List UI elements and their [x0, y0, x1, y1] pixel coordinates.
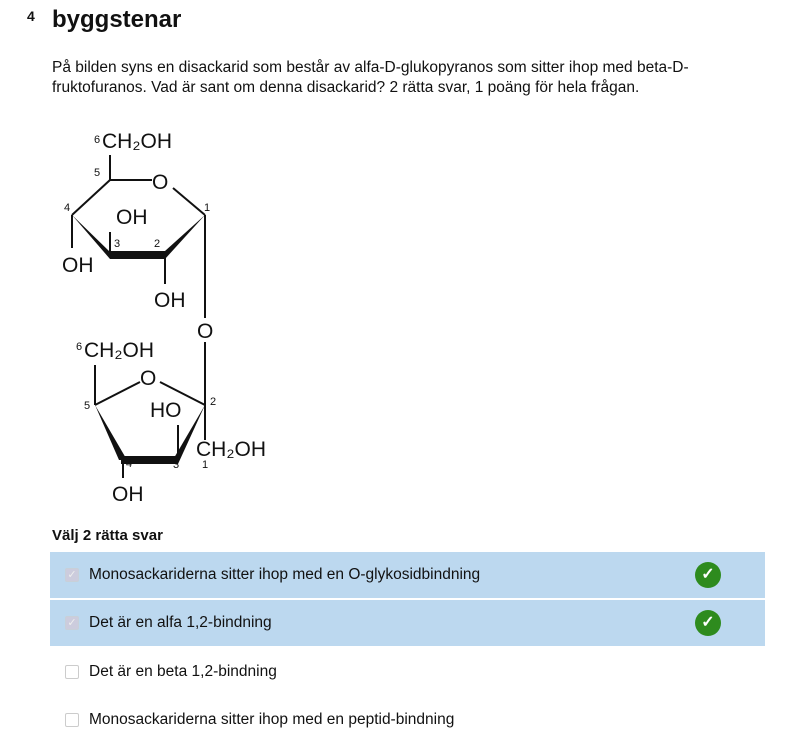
- answer-option-1[interactable]: ✓ Monosackariderna sitter ihop med en O-…: [50, 552, 765, 598]
- checkbox-unchecked[interactable]: [65, 713, 79, 727]
- question-title: byggstenar: [52, 6, 182, 33]
- checkbox-unchecked[interactable]: [65, 665, 79, 679]
- carbon-number-label: 2: [154, 238, 160, 250]
- option-label: Det är en alfa 1,2-bindning: [89, 614, 272, 631]
- sucrose-structure-image: 6 CH₂OH O OH OH OH O 6 CH₂OH O HO CH₂OH …: [62, 130, 266, 506]
- glucose-ring-oxygen: O: [152, 171, 168, 194]
- fructose-ch2oh-6: CH₂OH: [84, 339, 154, 362]
- glucose-c2-oh: OH: [154, 289, 186, 312]
- question-prompt: På bilden syns en disackarid som består …: [52, 59, 689, 96]
- fructose-ring-oxygen: O: [140, 367, 156, 390]
- correct-check-icon: ✓: [695, 610, 721, 636]
- carbon-number-label: 3: [114, 238, 120, 250]
- carbon-6-label: 6: [94, 134, 100, 146]
- checkbox-checked[interactable]: ✓: [65, 616, 79, 630]
- carbon-number-label: 4: [126, 458, 132, 470]
- carbon-number-label: 1: [204, 202, 210, 214]
- answer-option-4[interactable]: Monosackariderna sitter ihop med en pept…: [50, 697, 765, 743]
- carbon-number-label: 5: [84, 400, 90, 412]
- checkbox-checked[interactable]: ✓: [65, 568, 79, 582]
- carbon-number-label: 1: [202, 459, 208, 471]
- option-label: Monosackariderna sitter ihop med en pept…: [89, 711, 455, 728]
- carbon-number-label: 2: [210, 396, 216, 408]
- glucose-c4-oh: OH: [62, 254, 94, 277]
- carbon-number-label: 5: [94, 167, 100, 179]
- option-label: Monosackariderna sitter ihop med en O-gl…: [89, 566, 481, 583]
- carbon-6-label: 6: [76, 341, 82, 353]
- fructose-ch2oh-1: CH₂OH: [196, 438, 266, 461]
- answers-heading: Välj 2 rätta svar: [52, 527, 163, 544]
- glycosidic-oxygen: O: [197, 320, 213, 343]
- carbon-number-label: 3: [173, 459, 179, 471]
- fructose-c4-oh: OH: [112, 483, 144, 506]
- glucose-ch2oh: CH₂OH: [102, 130, 172, 153]
- option-label: Det är en beta 1,2-bindning: [89, 663, 277, 680]
- question-number: 4: [27, 8, 35, 24]
- fructose-c3-ho: HO: [150, 399, 182, 422]
- correct-check-icon: ✓: [695, 562, 721, 588]
- carbon-number-label: 4: [64, 202, 70, 214]
- answer-option-3[interactable]: Det är en beta 1,2-bindning: [50, 649, 765, 695]
- glucose-c3-oh: OH: [116, 206, 148, 229]
- answer-option-2[interactable]: ✓ Det är en alfa 1,2-bindning ✓: [50, 600, 765, 646]
